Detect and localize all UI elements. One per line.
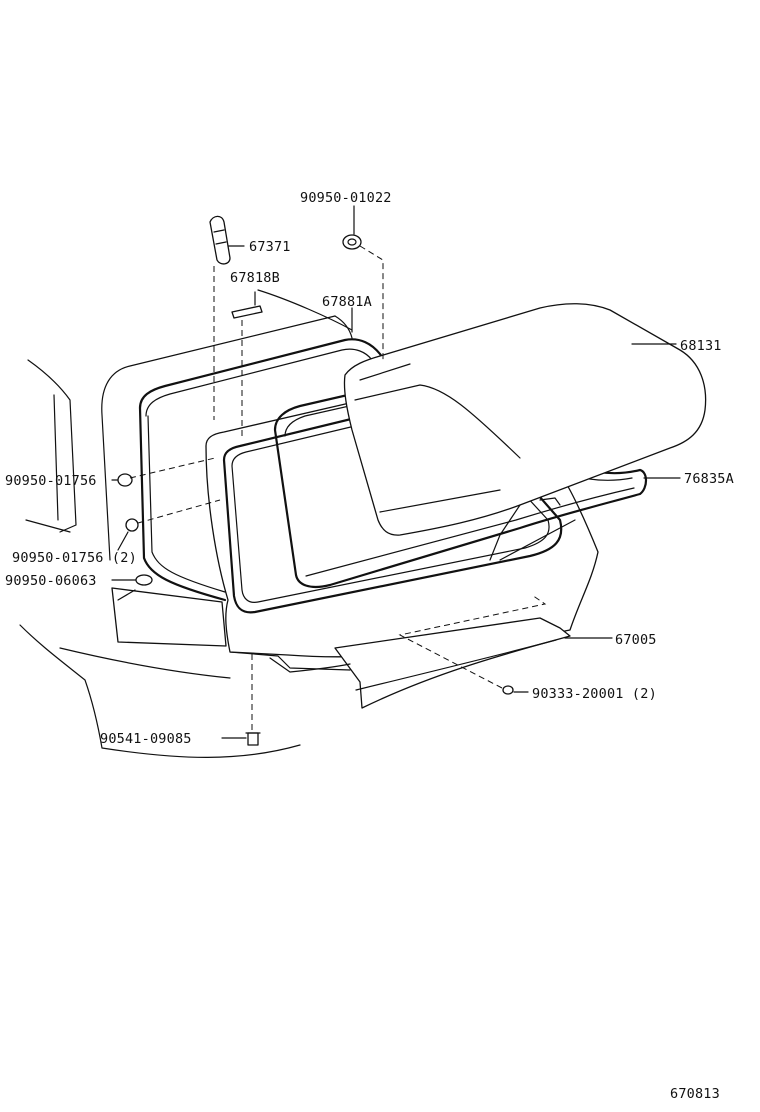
callout-68131: 68131 (680, 338, 722, 354)
callout-67371: 67371 (249, 239, 291, 255)
callout-90950-01022: 90950-01022 (300, 190, 392, 206)
leader-lines (111, 205, 681, 739)
callout-67881a: 67881A (322, 294, 372, 310)
callout-67005: 67005 (615, 632, 657, 648)
callout-76835a: 76835A (684, 471, 734, 487)
callout-labels: 90950-01022 67371 67818B 67881A 68131 76… (5, 190, 734, 1102)
callout-90950-01756: 90950-01756 (5, 473, 97, 489)
bolt-90541-09085 (245, 650, 261, 746)
plugs (117, 457, 221, 586)
callout-90950-01756-2: 90950-01756 (2) (12, 550, 137, 566)
washer-90950-01022 (342, 234, 384, 362)
weatherstrip-67881a (138, 338, 386, 602)
callout-90333-20001: 90333-20001 (2) (532, 686, 657, 702)
car-body (19, 315, 353, 758)
figure-number: 670813 (670, 1086, 720, 1102)
callout-90950-06063: 90950-06063 (5, 573, 97, 589)
back-glass-68131 (343, 303, 707, 561)
handle-67371 (209, 215, 231, 420)
plate-67818b (231, 291, 263, 440)
clip-90333-20001 (398, 594, 547, 695)
callout-90541-09085: 90541-09085 (100, 731, 192, 747)
callout-67818b: 67818B (230, 270, 280, 286)
